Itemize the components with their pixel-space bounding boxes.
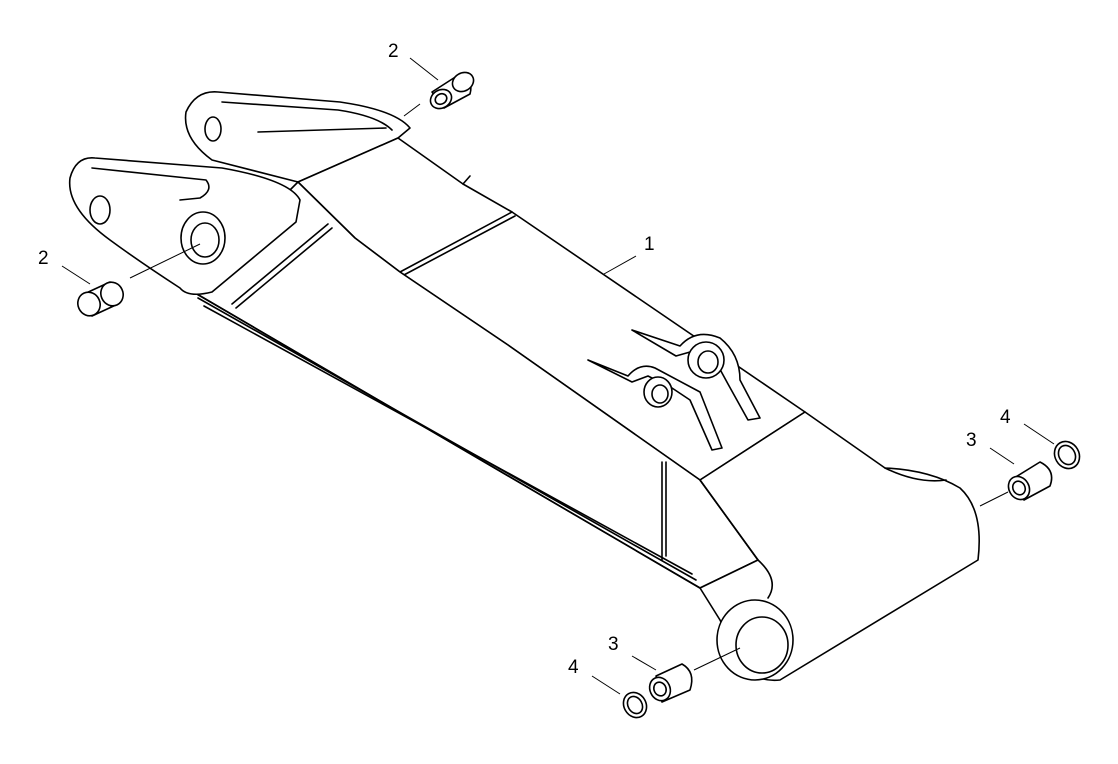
front-bushing-bore [190,222,220,258]
rear-ear-hole [204,116,222,142]
tail-bore [735,616,789,674]
callout-4-right: 4 [1000,407,1011,428]
bushing-part-2-top [429,71,475,110]
callout-4-bottom: 4 [568,657,579,678]
callout-labels: 2 2 1 3 4 3 4 [38,41,1011,678]
callout-2-top: 2 [388,41,399,62]
callout-1: 1 [644,234,655,255]
callout-2-left: 2 [38,248,49,269]
front-ear-hole [89,195,111,225]
boom-arm-part-1 [68,91,980,682]
seal-part-4-bottom [622,691,648,719]
seal-part-4-right [1053,440,1081,470]
leader-lines [61,57,1055,695]
callout-3-right: 3 [966,430,977,451]
cylinder-bracket [587,329,761,451]
bushing-part-3-bottom [648,663,693,703]
bushing-part-2-left [77,281,124,317]
rear-ear-plate [184,91,411,183]
callout-3-bottom: 3 [608,634,619,655]
bushing-part-3-right [1007,461,1053,501]
